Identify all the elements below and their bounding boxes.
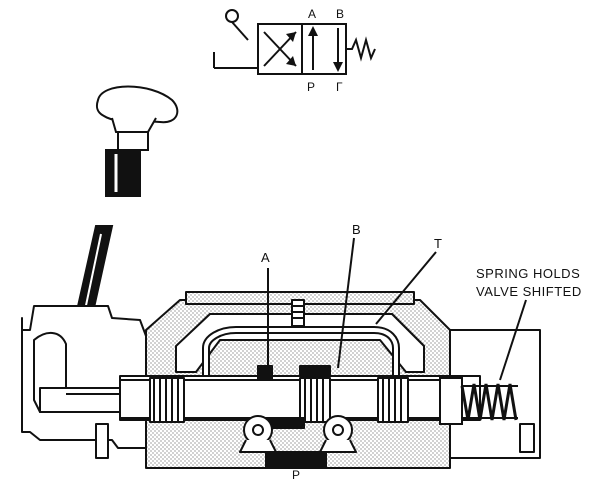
symbol-port-p: P [307, 80, 316, 94]
check-ball-right [319, 415, 357, 453]
symbol-port-b: B [336, 7, 345, 21]
handle-knob [95, 85, 179, 197]
callout-t: T [434, 236, 443, 251]
callout-spring-line1: SPRING HOLDS [476, 266, 581, 281]
return-spring [439, 377, 518, 425]
leader-spring [499, 299, 527, 381]
callout-a: A [261, 250, 271, 265]
spool-land-right [377, 377, 409, 423]
callout-spring-line2: VALVE SHIFTED [476, 284, 582, 299]
leader-lines [267, 237, 527, 381]
callout-b: B [352, 222, 362, 237]
lever-actuator-circle [225, 9, 239, 23]
valve-symbol [213, 9, 376, 75]
spool-land-left [149, 377, 185, 423]
spring-symbol [346, 36, 376, 62]
spool-land-center [299, 377, 331, 423]
pressure-port [265, 451, 327, 469]
callout-p: P [292, 468, 301, 482]
leader-t [375, 251, 437, 325]
leader-b [337, 237, 355, 369]
check-ball-left [239, 415, 277, 453]
symbol-port-a: A [308, 7, 317, 21]
symbol-port-t: Γ [336, 80, 344, 94]
